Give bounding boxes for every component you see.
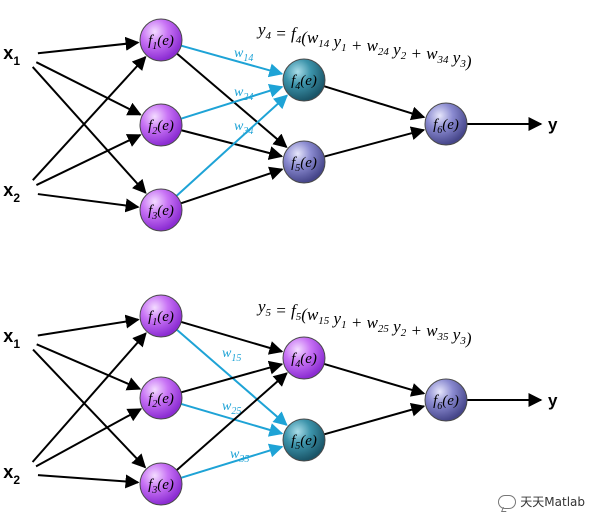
bottom-edge-x1-n2 (36, 343, 142, 391)
bottom-neuron-n1-label: f1(e) (148, 309, 174, 328)
bottom-weight-label-15: w15 (222, 346, 241, 364)
bottom-edge-n4-n6 (323, 362, 426, 397)
top-neuron-n5-label: f5(e) (291, 155, 317, 174)
top-neuron-n3-label: f3(e) (148, 203, 174, 222)
top-neuron-n4-label: f4(e) (291, 73, 317, 92)
bottom-edge-n3-n4 (176, 372, 288, 471)
bottom-neuron-n3-label: f3(e) (148, 477, 174, 496)
top-output-label: y (548, 115, 558, 134)
bottom-neuron-n4-circle (282, 336, 326, 380)
bottom-neuron-n5-label: f5(e) (291, 433, 317, 452)
top-edge-n3-n5 (180, 166, 284, 205)
top-neuron-n2: f2(e) (139, 103, 183, 147)
top-equation: y4 = f4(w14 y1 + w24 y2 + w34 y3) (256, 20, 472, 71)
top-edge-n2-n5 (181, 129, 284, 160)
bottom-neuron-n2-circle (139, 376, 183, 420)
chat-bubble-icon (498, 494, 517, 509)
bottom-neuron-n2-label: f2(e) (148, 391, 174, 410)
top-edge-x2-n2 (35, 134, 142, 186)
bottom-neuron-n4: f4(e) (282, 336, 326, 380)
top-edge-n3-n4 (175, 94, 289, 197)
bottom-input-label-x2: x2 (3, 462, 20, 487)
bottom-equation: y5 = f5(w15 y1 + w25 y2 + w35 y3) (256, 297, 472, 348)
bottom-neuron-n5-circle (282, 418, 326, 462)
top-edge-x2-n1 (32, 55, 147, 181)
bottom-edge-x1-n3 (32, 348, 147, 469)
bottom-neuron-n2: f2(e) (139, 376, 183, 420)
top-neuron-n5-circle (282, 140, 326, 184)
top-neuron-n1-circle (139, 18, 183, 62)
bottom-edge-x1-n1 (37, 314, 140, 337)
bottom-output-label: y (548, 391, 558, 410)
bottom-neuron-n1: f1(e) (139, 294, 183, 338)
top-neuron-n4: f4(e) (282, 58, 326, 102)
top-neuron-n4-circle (282, 58, 326, 102)
bottom-neuron-n4-label: f4(e) (291, 351, 317, 370)
top-edge-n4-n6 (323, 85, 426, 121)
top-neuron-n6-circle (424, 102, 468, 146)
bottom-edge-n3-n5 (180, 443, 284, 479)
top-edge-n1-n5 (176, 52, 288, 148)
bottom-neuron-n3: f3(e) (139, 462, 183, 506)
top-neuron-n3-circle (139, 188, 183, 232)
bottom-input-label-x1: x1 (3, 326, 20, 351)
top-neuron-n6-label: f6(e) (433, 117, 459, 136)
watermark: 天天Matlab (498, 493, 585, 510)
top-edge-n5-n6 (324, 126, 426, 158)
top-neuron-n3: f3(e) (139, 188, 183, 232)
top-edge-x1-n1 (37, 36, 140, 55)
top-neuron-n2-circle (139, 103, 183, 147)
top-neuron-n5: f5(e) (282, 140, 326, 184)
top-neuron-n1-label: f1(e) (148, 33, 174, 52)
top-edge-n1-n4 (180, 44, 284, 78)
bottom-edge-x2-n2 (35, 408, 143, 468)
top-neuron-n6: f6(e) (424, 102, 468, 146)
bottom-neuron-n6: f6(e) (424, 378, 468, 422)
top-neuron-n2-label: f2(e) (148, 118, 174, 137)
bottom-edge-x2-n3 (37, 474, 140, 489)
bottom-weight-label-35: w35 (230, 447, 249, 465)
top-neuron-n1: f1(e) (139, 18, 183, 62)
bottom-edge-n1-n4 (180, 320, 284, 355)
bottom-neuron-n5: f5(e) (282, 418, 326, 462)
watermark-text: 天天Matlab (520, 495, 585, 509)
top-edge-x1-n2 (35, 61, 142, 116)
top-edge-x1-n3 (31, 66, 147, 194)
bottom-neuron-n1-circle (139, 294, 183, 338)
bottom-neuron-n6-label: f6(e) (433, 393, 459, 412)
top-input-label-x1: x1 (3, 43, 20, 68)
top-input-label-x2: x2 (3, 180, 20, 205)
top-weight-label-34: w34 (234, 119, 253, 137)
bottom-neuron-n6-circle (424, 378, 468, 422)
top-weight-label-14: w14 (234, 46, 253, 64)
bottom-edge-n2-n5 (180, 402, 284, 437)
bottom-edge-n5-n6 (323, 402, 426, 436)
bottom-weight-label-25: w25 (222, 399, 241, 417)
bottom-edge-x2-n1 (31, 332, 147, 463)
top-weight-label-24: w24 (234, 85, 253, 103)
top-edge-n2-n4 (180, 84, 284, 120)
top-edge-x2-n3 (37, 193, 140, 213)
bottom-edge-n2-n4 (180, 360, 284, 394)
bottom-neuron-n3-circle (139, 462, 183, 506)
